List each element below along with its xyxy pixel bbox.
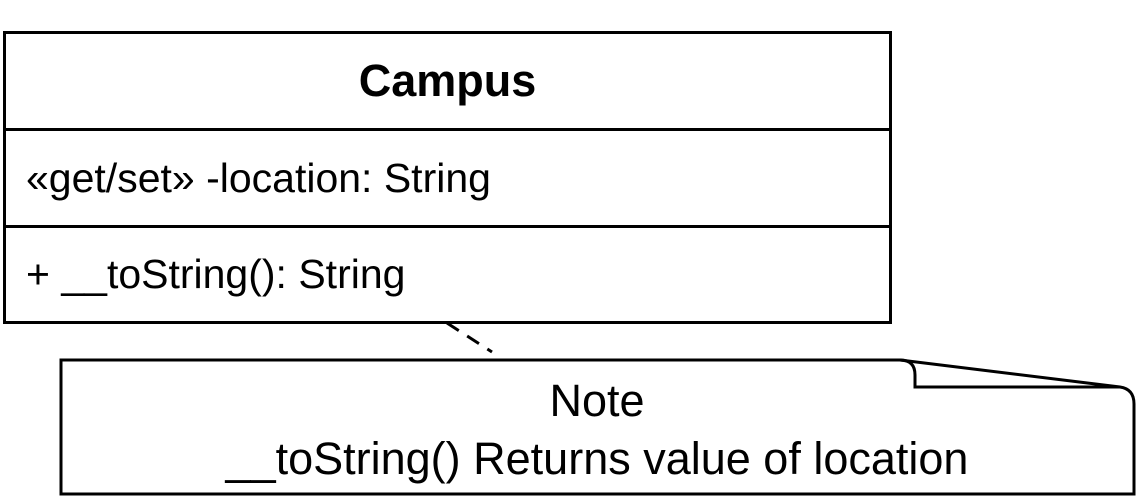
uml-class-campus: Campus «get/set» -location: String + __t… [3,31,892,324]
note-folded-corner [899,358,1121,389]
class-operations: + __toString(): String [6,228,889,321]
note-anchor-dashed-line [446,321,493,354]
note-body: __toString() Returns value of location [225,433,969,484]
attribute-location: «get/set» -location: String [26,154,491,201]
class-attributes: «get/set» -location: String [6,131,889,228]
class-name: Campus [6,34,889,131]
operation-tostring: + __toString(): String [26,251,406,297]
uml-note: Note __toString() Returns value of locat… [62,366,1132,494]
note-title: Note [549,375,645,426]
